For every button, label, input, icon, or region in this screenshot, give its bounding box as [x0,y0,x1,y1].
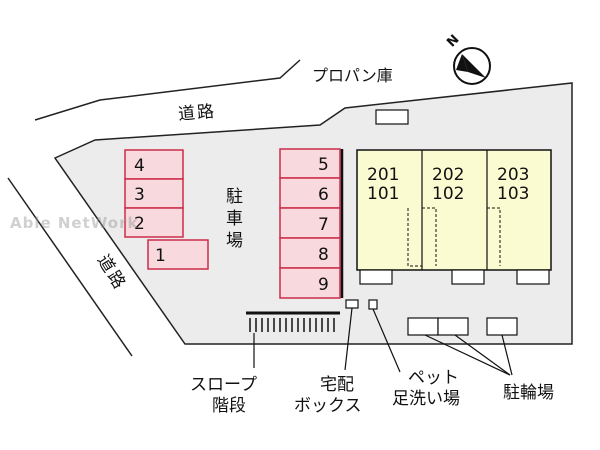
parking-space [124,207,184,238]
stairs-slope [246,311,340,332]
parking-space [147,239,209,270]
unit-number-upper: 201 [367,165,399,185]
leader-line [454,334,511,376]
delivery-box [345,299,359,309]
parking-number: 5 [318,155,329,175]
parking-label: 駐車場 [226,187,243,251]
parking-space [124,178,184,209]
parking-number: 2 [134,214,145,234]
parking-space [279,148,341,179]
road-edge-top [34,59,301,121]
bicycle-label: 駐輪場 [503,383,554,403]
parking-number: 4 [134,156,145,176]
box-label: ボックス [294,396,362,416]
foot-wash-label: 足洗い場 [392,389,460,409]
leader-line [501,334,513,376]
parking-space [279,207,341,239]
leader-line [344,307,353,371]
unit-number-lower: 101 [367,184,399,204]
parking-number: 7 [318,215,329,235]
parking-group-left: 4 3 2 1 [124,149,209,270]
parking-number: 8 [318,245,329,265]
leader-line [424,334,511,376]
bicycle-parking [407,317,518,336]
road-edge-left [7,177,133,357]
leader-line [372,308,401,373]
delivery-label: 宅配 [320,375,354,395]
parking-number: 6 [318,185,329,205]
svg-text:駐車場: 駐車場 [226,187,243,251]
parking-number: 1 [155,246,166,266]
parking-space [279,267,341,299]
compass-icon [453,47,491,85]
parking-space [279,237,341,269]
unit-number-upper: 203 [497,165,529,185]
parking-group-right: 5 6 7 8 9 [279,148,344,299]
unit-number-lower: 103 [497,184,529,204]
parking-space [279,177,341,209]
parking-number: 3 [134,185,145,205]
parking-number: 9 [318,275,329,295]
propane-storage [375,109,409,125]
pet-wash-station [368,299,378,310]
pet-label: ペット [408,368,459,388]
unit-number-upper: 202 [432,165,464,185]
road-top-label: 道路 [177,102,217,125]
stairs-label: 階段 [212,396,246,416]
propane-label: プロパン庫 [312,66,393,85]
building: 201 101 202 102 203 103 [356,149,552,285]
compass-north-label: N [444,32,462,50]
slope-label: スロープ [190,375,257,395]
unit-number-lower: 102 [432,184,464,204]
watermark: Able NetWork [10,214,139,232]
